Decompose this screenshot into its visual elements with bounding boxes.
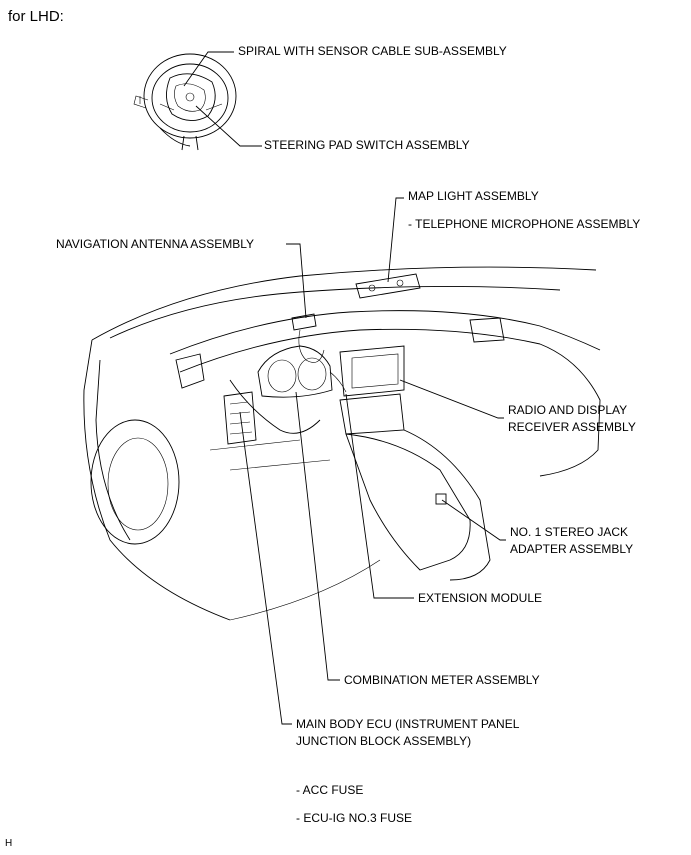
leader-lines bbox=[183, 51, 506, 725]
figure-code: H bbox=[5, 838, 13, 849]
leader-map-light bbox=[387, 197, 404, 283]
label-main-body-ecu-line2: JUNCTION BLOCK ASSEMBLY) bbox=[296, 734, 472, 748]
leader-nav-antenna bbox=[286, 243, 307, 319]
diagram-title: for LHD: bbox=[8, 8, 64, 25]
leader-extension bbox=[345, 393, 414, 599]
leader-steering-pad bbox=[195, 105, 262, 147]
label-map-light: MAP LIGHT ASSEMBLY bbox=[408, 189, 539, 203]
label-radio-line1: RADIO AND DISPLAY bbox=[508, 403, 628, 417]
label-extension-module: EXTENSION MODULE bbox=[418, 591, 543, 605]
label-navigation-antenna: NAVIGATION ANTENNA ASSEMBLY bbox=[56, 237, 255, 251]
leader-combination bbox=[295, 391, 340, 681]
leader-radio bbox=[399, 379, 504, 419]
label-telephone-microphone: - TELEPHONE MICROPHONE ASSEMBLY bbox=[408, 217, 641, 231]
label-main-body-ecu-line1: MAIN BODY ECU (INSTRUMENT PANEL bbox=[296, 717, 520, 731]
label-combination-meter: COMBINATION METER ASSEMBLY bbox=[344, 673, 540, 687]
label-steering-pad-switch: STEERING PAD SWITCH ASSEMBLY bbox=[264, 138, 470, 152]
leader-spiral bbox=[183, 51, 234, 87]
label-acc-fuse: - ACC FUSE bbox=[296, 783, 364, 797]
label-stereo-jack-line2: ADAPTER ASSEMBLY bbox=[510, 542, 634, 556]
steering-wheel-illustration bbox=[133, 53, 237, 151]
label-radio-line2: RECEIVER ASSEMBLY bbox=[508, 420, 636, 434]
label-ecu-ig-fuse: - ECU-IG NO.3 FUSE bbox=[296, 811, 413, 825]
dashboard-illustration bbox=[83, 266, 601, 621]
label-spiral-cable: SPIRAL WITH SENSOR CABLE SUB-ASSEMBLY bbox=[238, 44, 507, 58]
label-stereo-jack-line1: NO. 1 STEREO JACK bbox=[510, 525, 629, 539]
leader-stereo bbox=[441, 499, 506, 541]
leader-main-body bbox=[239, 411, 292, 725]
